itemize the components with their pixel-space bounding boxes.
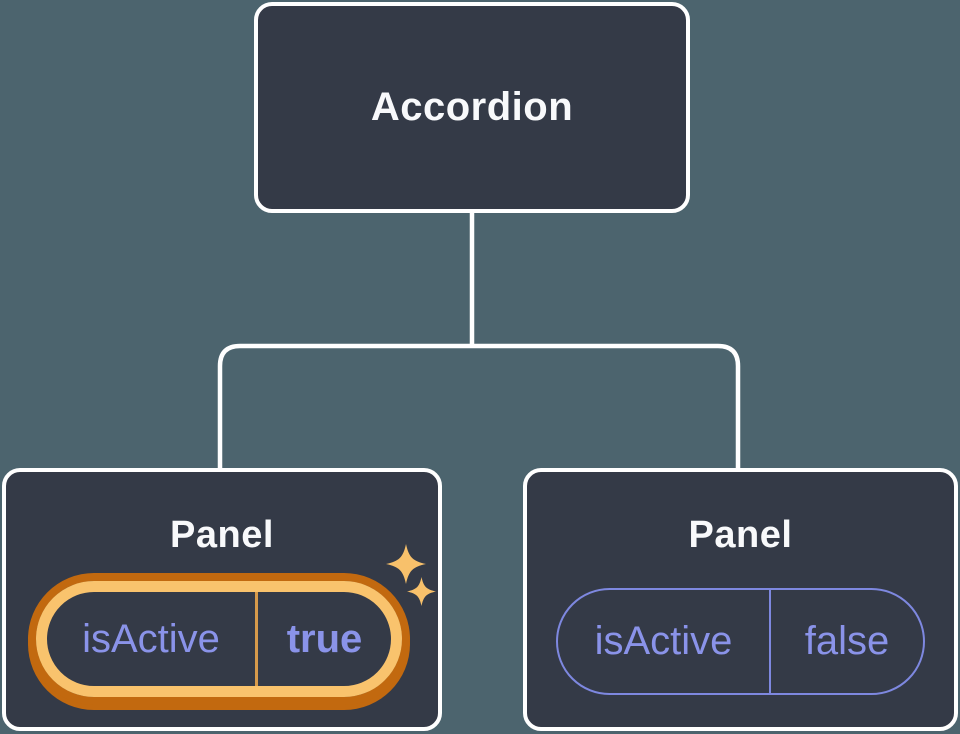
- state-name-label: isActive: [594, 619, 733, 663]
- state-name-cell: isActive: [47, 592, 258, 686]
- state-pill-active: isActive true: [36, 581, 402, 697]
- panel-inactive-label: Panel: [688, 514, 793, 556]
- state-name-label: isActive: [82, 616, 220, 661]
- accordion-node: Accordion: [254, 2, 690, 213]
- state-value-cell: true: [258, 592, 391, 686]
- state-pill-inactive: isActive false: [556, 588, 925, 695]
- state-value-label: true: [286, 616, 363, 661]
- state-value-label: false: [804, 619, 890, 663]
- sparkle-large-icon: [386, 544, 426, 584]
- state-name-cell: isActive: [558, 590, 771, 693]
- sparkle-small-icon: [407, 577, 436, 606]
- state-value-cell: false: [771, 590, 923, 693]
- panel-active-label: Panel: [170, 514, 274, 556]
- accordion-node-label: Accordion: [370, 85, 574, 129]
